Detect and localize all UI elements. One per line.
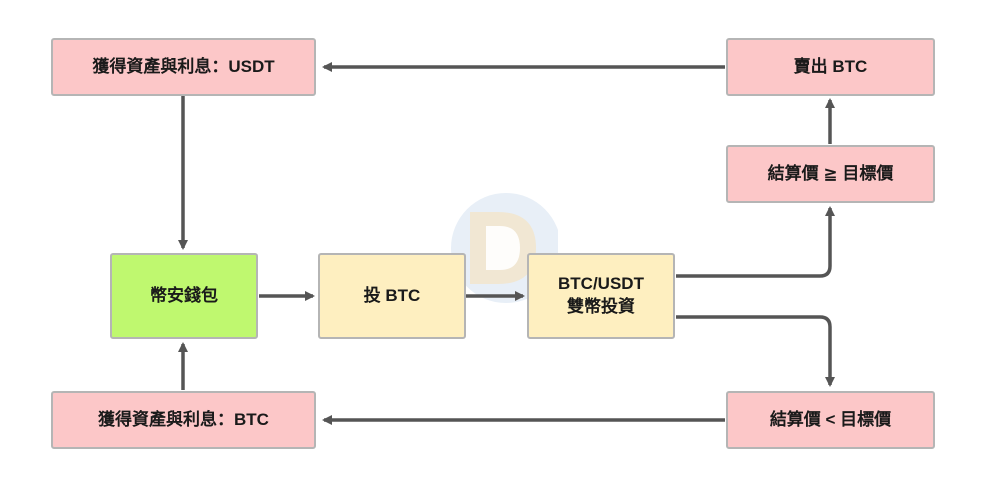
node-assets-btc: 獲得資產與利息：BTC <box>51 391 316 449</box>
node-invest-btc: 投 BTC <box>318 253 466 339</box>
node-settle-lt-target: 結算價 < 目標價 <box>726 391 935 449</box>
node-dual-investment-line2: 雙幣投資 <box>567 297 635 316</box>
node-sell-btc: 賣出 BTC <box>726 38 935 96</box>
node-settle-lt-target-label: 結算價 < 目標價 <box>769 409 892 429</box>
node-assets-usdt-label: 獲得資產與利息：USDT <box>92 56 275 76</box>
node-binance-wallet-label: 幣安錢包 <box>150 285 218 305</box>
node-dual-investment-line1: BTC/USDT <box>558 274 644 294</box>
arrow-dual-to-settle-lt <box>676 315 835 387</box>
node-sell-btc-label: 賣出 BTC <box>793 56 868 76</box>
node-binance-wallet: 幣安錢包 <box>110 253 258 339</box>
node-settle-ge-target-label: 結算價 ≧ 目標價 <box>767 163 894 183</box>
node-assets-usdt: 獲得資產與利息：USDT <box>51 38 316 96</box>
watermark-logo-icon <box>451 193 558 303</box>
node-dual-investment: BTC/USDT 雙幣投資 <box>527 253 675 339</box>
node-assets-btc-label: 獲得資產與利息：BTC <box>98 409 269 429</box>
node-settle-ge-target: 結算價 ≧ 目標價 <box>726 145 935 203</box>
node-invest-btc-label: 投 BTC <box>363 285 421 305</box>
arrow-dual-to-settle-ge <box>676 206 835 278</box>
